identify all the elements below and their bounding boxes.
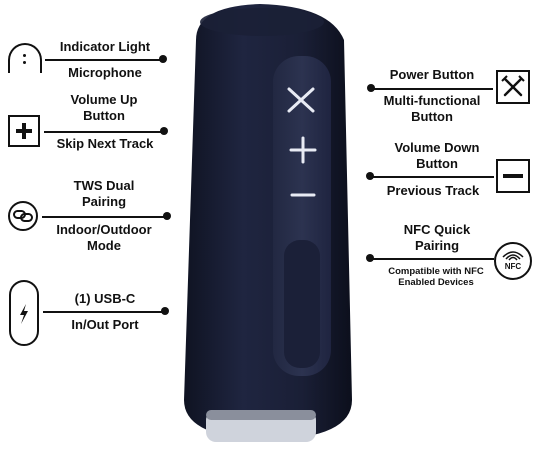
nfc-icon-text: NFC bbox=[504, 262, 522, 271]
nfc-compatible-note: Compatible with NFC Enabled Devices bbox=[388, 266, 484, 288]
power-glyph-icon bbox=[287, 87, 315, 113]
multi-functional-button-label: Multi-functional Button bbox=[383, 93, 481, 124]
speaker-base-shadow bbox=[206, 410, 316, 420]
usb-c-leader-line bbox=[43, 311, 165, 313]
speaker-lower-groove bbox=[284, 240, 320, 368]
nfc-quick-pairing-label: NFC Quick Pairing bbox=[403, 222, 471, 253]
crossed-swords-icon bbox=[496, 70, 530, 104]
volume-up-label: Volume Up Button bbox=[70, 92, 138, 123]
volume-down-label: Volume Down Button bbox=[394, 140, 480, 171]
minus-icon bbox=[496, 159, 530, 193]
indicator-light-leader-dot bbox=[159, 55, 167, 63]
microphone-label: Microphone bbox=[68, 65, 142, 80]
volume-up-glyph-icon bbox=[289, 136, 317, 164]
in-out-port-label: In/Out Port bbox=[71, 317, 139, 332]
tws-pairing-leader-dot bbox=[163, 212, 171, 220]
volume-up-leader-dot bbox=[160, 127, 168, 135]
link-icon bbox=[8, 201, 38, 231]
tws-pairing-leader-line bbox=[42, 216, 167, 218]
lightning-bolt-icon bbox=[9, 280, 39, 346]
indicator-light-label: Indicator Light bbox=[59, 39, 151, 54]
nfc-leader-line bbox=[370, 258, 494, 260]
nfc-icon: NFC bbox=[494, 242, 532, 280]
power-button-label: Power Button bbox=[389, 67, 475, 82]
indicator-light-icon bbox=[8, 43, 42, 73]
power-leader-line bbox=[371, 88, 493, 90]
plus-icon bbox=[8, 115, 40, 147]
tws-dual-pairing-label: TWS Dual Pairing bbox=[73, 178, 135, 209]
volume-down-leader-line bbox=[370, 176, 494, 178]
usb-c-label: (1) USB-C bbox=[74, 291, 136, 306]
indicator-light-leader-line bbox=[45, 59, 163, 61]
indoor-outdoor-mode-label: Indoor/Outdoor Mode bbox=[56, 222, 152, 253]
previous-track-label: Previous Track bbox=[386, 183, 480, 198]
skip-next-track-label: Skip Next Track bbox=[56, 136, 154, 151]
volume-up-leader-line bbox=[44, 131, 164, 133]
usb-c-leader-dot bbox=[161, 307, 169, 315]
